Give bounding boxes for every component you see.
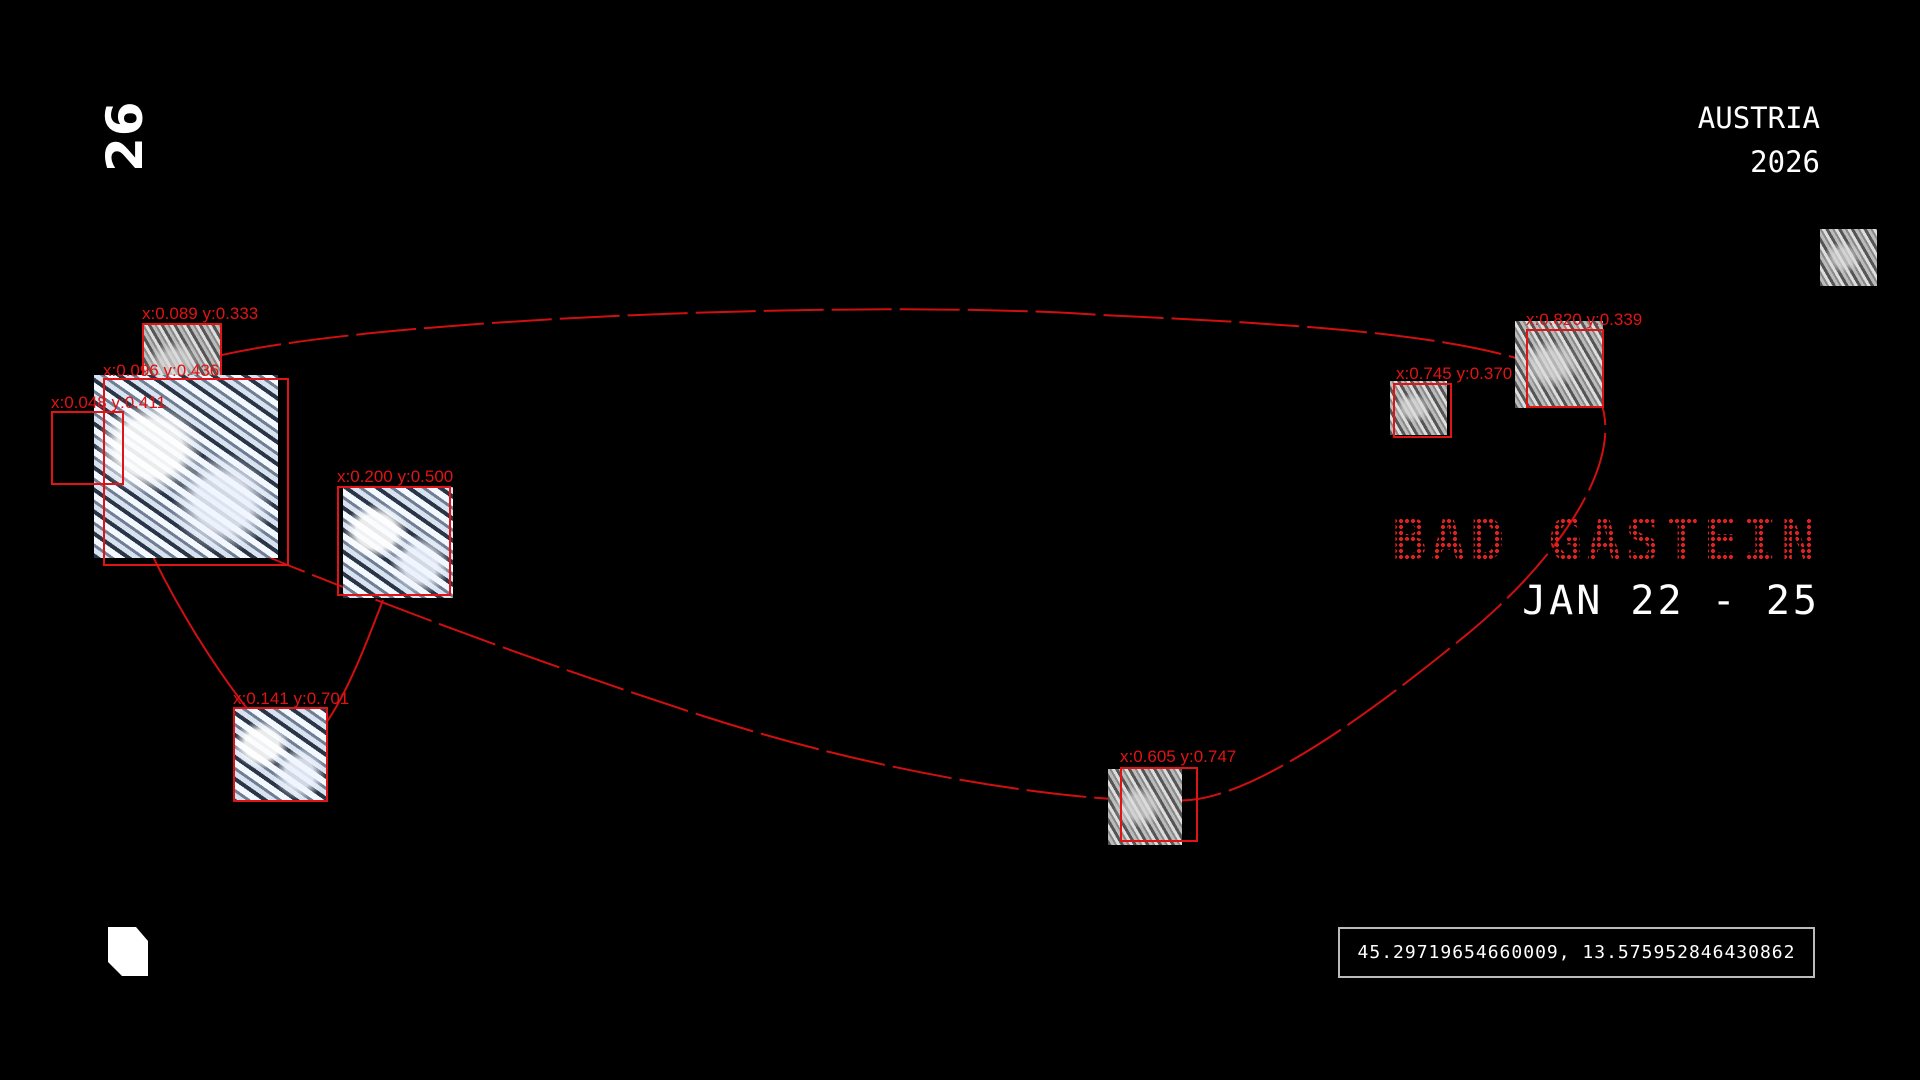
- marker-label: x:0.096 y:0.436: [103, 361, 220, 380]
- country-label: AUSTRIA: [1697, 101, 1820, 135]
- coordinates-readout: 45.29719654660009, 13.575952846430862: [1338, 927, 1815, 978]
- coordinates-text: 45.29719654660009, 13.575952846430862: [1357, 942, 1796, 963]
- marker-label: x:0.745 y:0.370: [1396, 364, 1513, 383]
- thumbnail-image: [1820, 229, 1877, 286]
- marker-label: x:0.141 y:0.701: [233, 689, 350, 708]
- marker-label: x:0.200 y:0.500: [337, 467, 454, 486]
- marker-box[interactable]: [337, 486, 451, 596]
- marker-image: [343, 487, 453, 598]
- event-dates: JAN 22 - 25: [1522, 578, 1820, 624]
- marker-box[interactable]: [233, 707, 328, 802]
- marker-label: x:0.605 y:0.747: [1120, 747, 1237, 766]
- logo-icon: [108, 927, 148, 976]
- marker-image: [1515, 321, 1603, 408]
- marker-box[interactable]: [51, 411, 124, 485]
- marker-label: x:0.048 y:0.411: [51, 393, 166, 412]
- marker-image: [233, 707, 328, 802]
- marker-box[interactable]: [1120, 767, 1198, 842]
- year-label: 2026: [1750, 145, 1820, 179]
- marker-image: [94, 375, 278, 558]
- city-title: BAD GASTEIN: [1391, 506, 1820, 574]
- marker-box[interactable]: [1393, 383, 1452, 438]
- marker-box[interactable]: [103, 378, 289, 566]
- route-loop: [109, 308, 1607, 802]
- marker-box[interactable]: [1526, 329, 1604, 408]
- marker-label: x:0.089 y:0.333: [142, 304, 259, 323]
- marker-image: [1390, 381, 1447, 435]
- marker-label: x:0.820 y:0.339: [1526, 310, 1643, 329]
